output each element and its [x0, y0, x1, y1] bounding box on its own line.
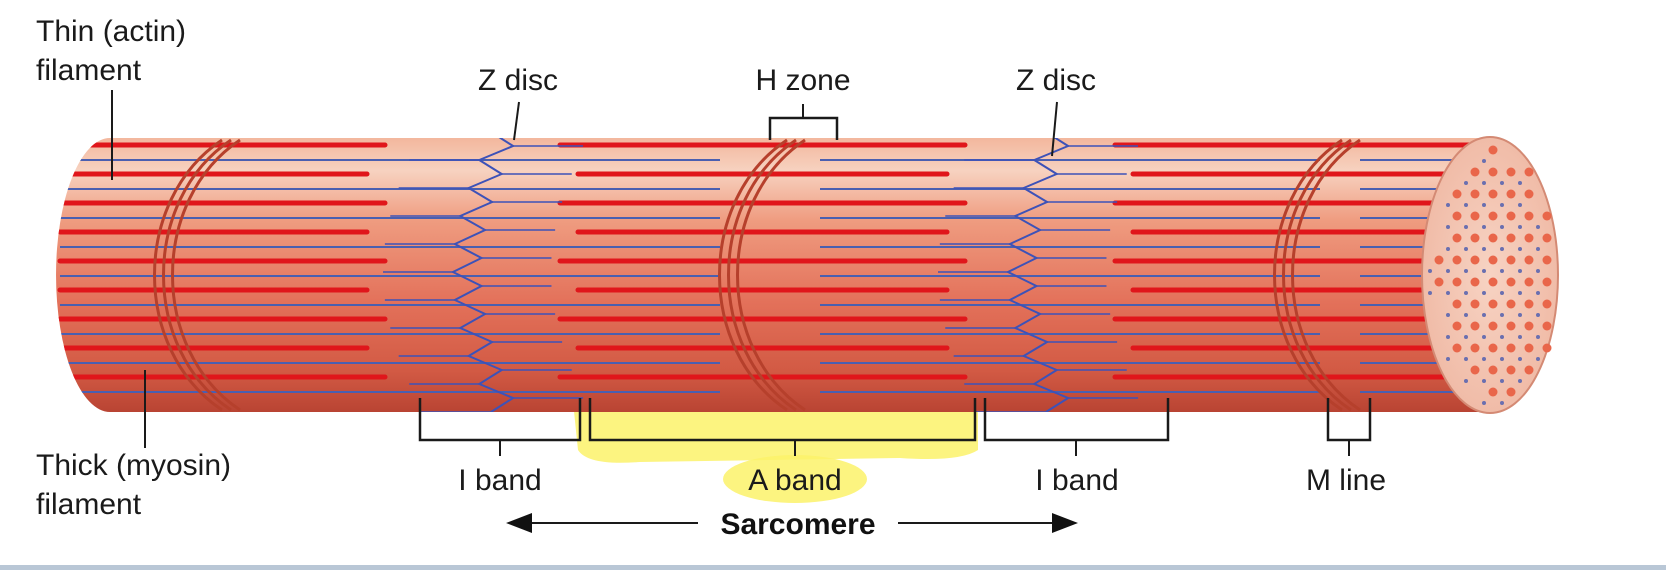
sarcomere-arrow: [506, 513, 1078, 533]
z-disc-left-label: Z disc: [478, 64, 558, 97]
fiber-cross-section: [1421, 136, 1559, 414]
z-disc-network: [383, 138, 1139, 412]
i-band-right-label: I band: [1035, 464, 1118, 497]
i-band-left-label: I band: [458, 464, 541, 497]
thin-filament-label-line1: Thin (actin): [36, 15, 186, 48]
z-disc-right-label: Z disc: [1016, 64, 1096, 97]
thick-filament-label-line1: Thick (myosin): [36, 449, 231, 482]
h-zone-label: H zone: [755, 64, 850, 97]
sarcomere-label: Sarcomere: [720, 508, 875, 541]
myofibril-cylinder: [56, 138, 1490, 412]
annotation-lines: [111, 90, 1372, 456]
a-band-label: A band: [748, 464, 841, 497]
filament-array: [57, 142, 1473, 393]
m-line-label: M line: [1306, 464, 1386, 497]
labels: Thin (actin) filament Thick (myosin) fil…: [36, 15, 1386, 541]
thin-filament-label-line2: filament: [36, 54, 142, 87]
m-line-rings: [153, 138, 1361, 412]
thick-filament-label-line2: filament: [36, 488, 142, 521]
page-bottom-rule: [0, 565, 1666, 570]
